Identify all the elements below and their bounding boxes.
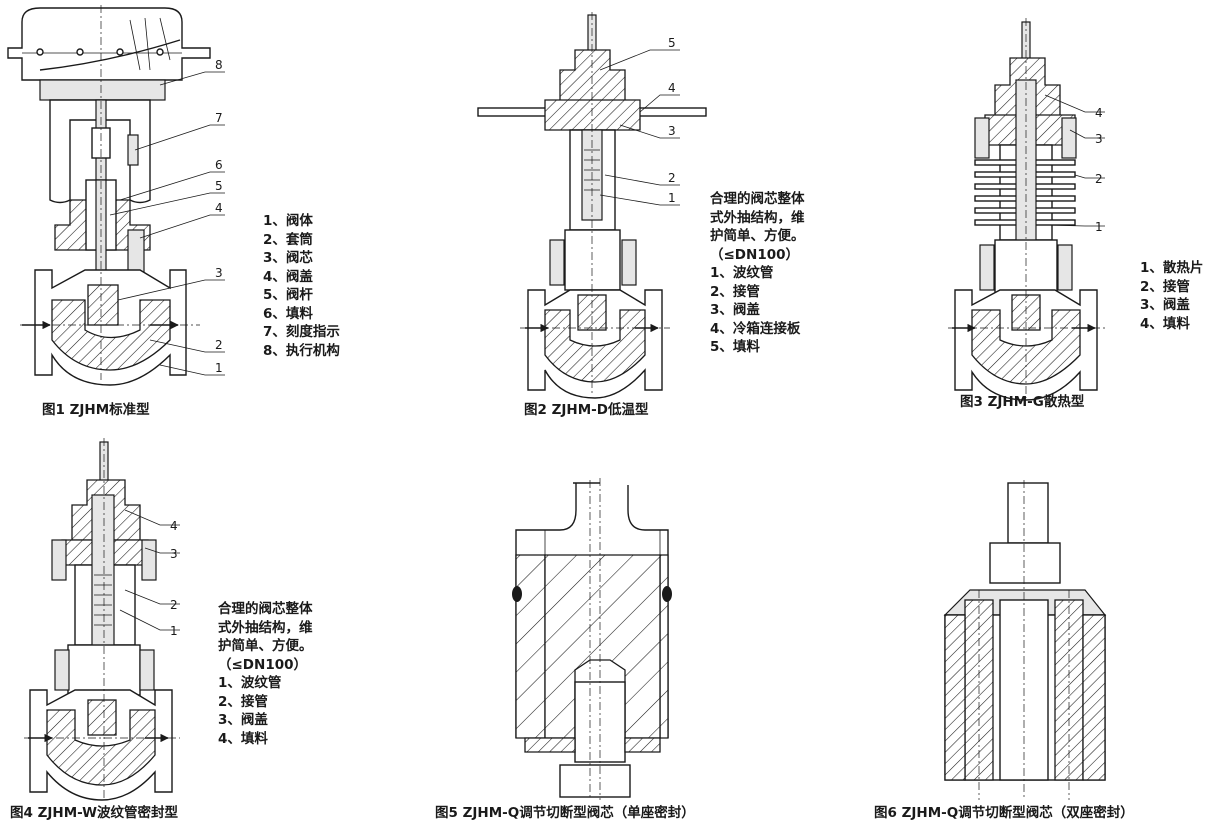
fig2-callout-4: 4 [668, 81, 676, 95]
fig1-callout-6: 6 [215, 158, 223, 172]
fig2-legend: 合理的阀芯整体 式外抽结构，维 护简单、方便。 （≤DN100） 1、波纹管 2… [710, 190, 805, 357]
fig1-callout-5: 5 [215, 179, 223, 193]
fig1-callout-8: 8 [215, 58, 223, 72]
note-line: 式外抽结构，维 [218, 619, 313, 636]
legend-item: 1、散热片 [1140, 260, 1204, 276]
legend-item: 3、阀盖 [710, 302, 760, 318]
fig3-callout-3: 3 [1095, 132, 1103, 146]
note-line: 合理的阀芯整体 [710, 191, 805, 207]
fig2-callout-2: 2 [668, 171, 676, 185]
fig3-callout-1: 1 [1095, 220, 1103, 234]
fig1-caption: 图1 ZJHM标准型 [42, 402, 150, 418]
legend-item: 2、接管 [1140, 278, 1190, 295]
legend-item: 4、冷箱连接板 [710, 320, 801, 337]
fig2-caption: 图2 ZJHM-D低温型 [524, 402, 649, 418]
fig3-callout-2: 2 [1095, 172, 1103, 186]
legend-item: 1、阀体 [263, 213, 313, 229]
fig2-callout-3: 3 [668, 124, 676, 138]
legend-item: 7、刻度指示 [263, 324, 340, 340]
fig4-caption: 图4 ZJHM-W波纹管密封型 [10, 805, 179, 821]
figure4-drawing: 4 3 2 1 [24, 438, 180, 801]
legend-item: 3、阀盖 [1140, 297, 1190, 313]
note-line: （≤DN100） [218, 656, 307, 673]
fig4-legend: 合理的阀芯整体 式外抽结构，维 护简单、方便。 （≤DN100） 1、波纹管 2… [218, 600, 313, 748]
fig2-callout-5: 5 [668, 36, 676, 50]
fig4-callout-1: 1 [170, 624, 178, 638]
fig3-callout-4: 4 [1095, 106, 1103, 120]
legend-item: 5、填料 [710, 339, 760, 355]
figure3-drawing: 4 3 2 1 [948, 18, 1105, 401]
legend-item: 2、接管 [710, 283, 760, 300]
legend-item: 1、波纹管 [710, 265, 774, 281]
fig1-callout-7: 7 [215, 111, 223, 125]
legend-item: 3、阀芯 [263, 250, 313, 266]
fig1-legend: 1、阀体 2、套筒 3、阀芯 4、阀盖 5、阀杆 6、填料 7、刻度指示 8、执… [263, 212, 340, 360]
fig1-callout-2: 2 [215, 338, 223, 352]
fig1-callout-3: 3 [215, 266, 223, 280]
note-line: 式外抽结构，维 [710, 209, 805, 226]
legend-item: 4、阀盖 [263, 268, 313, 285]
fig6-caption: 图6 ZJHM-Q调节切断型阀芯（双座密封） [874, 805, 1134, 821]
legend-item: 5、阀杆 [263, 287, 313, 303]
figure2-drawing: 5 4 3 2 1 [477, 12, 707, 399]
note-line: 护简单、方便。 [218, 638, 313, 654]
fig1-callout-4: 4 [215, 201, 223, 215]
note-line: 合理的阀芯整体 [218, 601, 313, 617]
legend-item: 1、波纹管 [218, 675, 282, 691]
figure5-drawing [512, 478, 672, 800]
fig4-callout-3: 3 [170, 547, 178, 561]
figure1-drawing: 8 7 6 5 4 3 2 1 [7, 5, 225, 386]
legend-item: 8、执行机构 [263, 342, 340, 359]
fig3-legend: 1、散热片 2、接管 3、阀盖 4、填料 [1140, 259, 1203, 333]
legend-item: 3、阀盖 [218, 712, 268, 728]
fig4-callout-2: 2 [170, 598, 178, 612]
note-line: 护简单、方便。 [710, 228, 805, 244]
note-line: （≤DN100） [710, 246, 799, 263]
legend-item: 4、填料 [218, 730, 268, 747]
legend-item: 6、填料 [263, 305, 313, 322]
fig4-callout-4: 4 [170, 519, 178, 533]
fig1-callout-1: 1 [215, 361, 223, 375]
fig3-caption: 图3 ZJHM-G散热型 [960, 394, 1085, 410]
fig5-caption: 图5 ZJHM-Q调节切断型阀芯（单座密封） [435, 805, 695, 821]
figure6-drawing [943, 480, 1107, 800]
legend-item: 2、接管 [218, 693, 268, 710]
fig2-callout-1: 1 [668, 191, 676, 205]
legend-item: 4、填料 [1140, 315, 1190, 332]
legend-item: 2、套筒 [263, 231, 313, 248]
